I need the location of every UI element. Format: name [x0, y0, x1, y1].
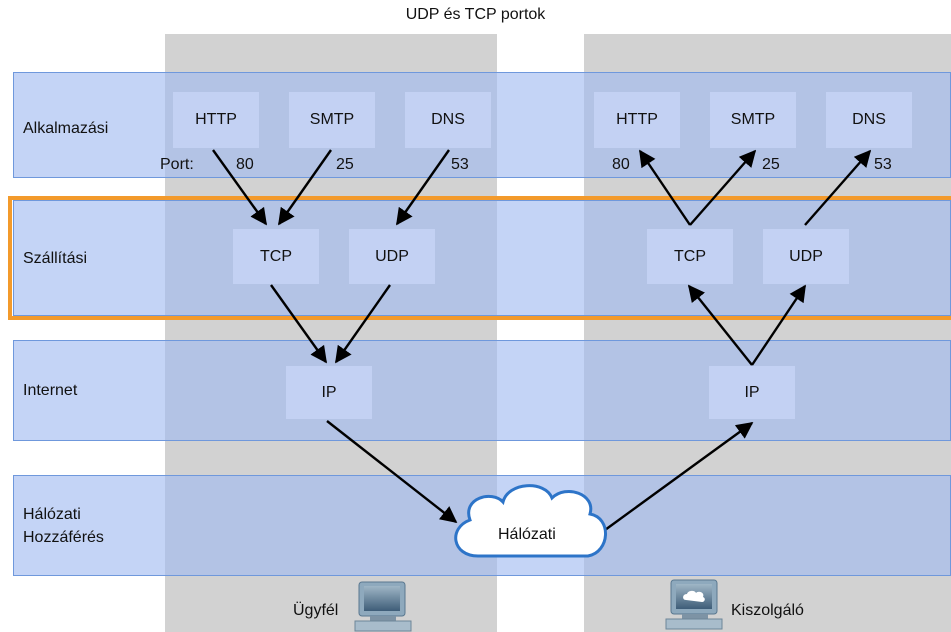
server-smtp-box: SMTP — [710, 92, 796, 148]
client-dns-box: DNS — [405, 92, 491, 148]
server-computer-icon — [665, 579, 723, 630]
server-udp-box: UDP — [763, 229, 849, 284]
client-port-80: 80 — [236, 156, 254, 173]
server-ip-box: IP — [709, 366, 795, 419]
client-computer-icon — [354, 581, 412, 632]
transport-layer-label: Szállítási — [23, 250, 88, 267]
server-port-80: 80 — [612, 156, 630, 173]
network-access-layer-label-line2: Hozzáférés — [23, 529, 104, 546]
client-http-box: HTTP — [173, 92, 259, 148]
network-access-layer-band — [13, 475, 951, 576]
client-arrows — [212, 149, 458, 524]
client-tcp-box: TCP — [233, 229, 319, 284]
client-udp-box: UDP — [349, 229, 435, 284]
client-ip-box: IP — [286, 366, 372, 419]
server-label: Kiszolgáló — [731, 602, 804, 619]
network-cloud-icon — [454, 484, 607, 558]
server-dns-box: DNS — [826, 92, 912, 148]
internet-layer-label: Internet — [23, 382, 78, 399]
client-port-25: 25 — [336, 156, 354, 173]
client-label: Ügyfél — [293, 602, 339, 619]
application-layer-label: Alkalmazási — [23, 120, 109, 137]
server-http-box: HTTP — [594, 92, 680, 148]
diagram-title: UDP és TCP portok — [405, 6, 546, 23]
network-cloud-label: Hálózati — [498, 526, 556, 543]
server-tcp-box: TCP — [647, 229, 733, 284]
network-access-layer-label-line1: Hálózati — [23, 506, 81, 523]
client-port-label: Port: — [160, 156, 194, 173]
client-port-53: 53 — [451, 156, 469, 173]
server-port-25: 25 — [762, 156, 780, 173]
server-arrows — [604, 149, 872, 531]
client-smtp-box: SMTP — [289, 92, 375, 148]
server-port-53: 53 — [874, 156, 892, 173]
